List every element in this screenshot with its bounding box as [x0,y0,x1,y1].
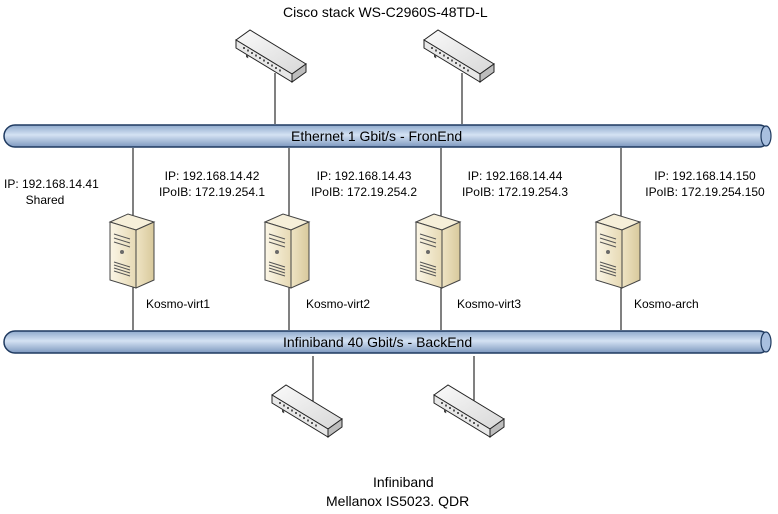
hostname-kosmo-virt3: Kosmo-virt3 [457,297,522,311]
frontend-bus [3,124,772,148]
node-ip: IP: 192.168.14.150 [654,169,756,183]
node-ipoib: IPoIB: 172.19.254.2 [310,185,418,199]
shared-ip: IP: 192.168.14.41 [4,177,99,191]
ethernet-switch-2-icon [423,29,495,83]
infiniband-title-line2: Mellanox IS5023. QDR [326,493,470,509]
shared-note: Shared [25,193,65,207]
frontend-bus-label: Ethernet 1 Gbit/s - FronEnd [291,128,463,144]
ethernet-switch-title: Cisco stack WS-C2960S-48TD-L [283,4,488,20]
hostname-kosmo-virt2: Kosmo-virt2 [306,297,371,311]
node-info-1: IP: 192.168.14.42 IPoIB: 172.19.254.1 [147,168,277,200]
hostname-kosmo-arch: Kosmo-arch [634,297,699,311]
node-info-2: IP: 192.168.14.43 IPoIB: 172.19.254.2 [299,168,429,200]
server-kosmo-virt1-icon [109,213,155,289]
node-ip: IP: 192.168.14.42 [164,169,260,183]
backend-bus [3,330,772,354]
infiniband-switch-2-icon [433,384,505,438]
infiniband-title-line1: Infiniband [373,474,434,490]
server-kosmo-virt3-icon [415,213,461,289]
ethernet-switch-1-icon [235,29,307,83]
server-kosmo-virt2-icon [264,213,310,289]
node-ipoib: IPoIB: 172.19.254.150 [645,185,765,199]
infiniband-switch-1-icon [271,384,343,438]
server-kosmo-arch-icon [595,213,641,289]
shared-info: IP: 192.168.14.41 Shared [4,176,99,208]
node-info-3: IP: 192.168.14.44 IPoIB: 172.19.254.3 [450,168,580,200]
node-ip: IP: 192.168.14.44 [467,169,563,183]
node-ip: IP: 192.168.14.43 [316,169,412,183]
node-ipoib: IPoIB: 172.19.254.1 [158,185,266,199]
node-ipoib: IPoIB: 172.19.254.3 [461,185,569,199]
node-info-4: IP: 192.168.14.150 IPoIB: 172.19.254.150 [632,168,778,200]
hostname-kosmo-virt1: Kosmo-virt1 [146,297,211,311]
backend-bus-label: Infiniband 40 Gbit/s - BackEnd [283,334,473,350]
